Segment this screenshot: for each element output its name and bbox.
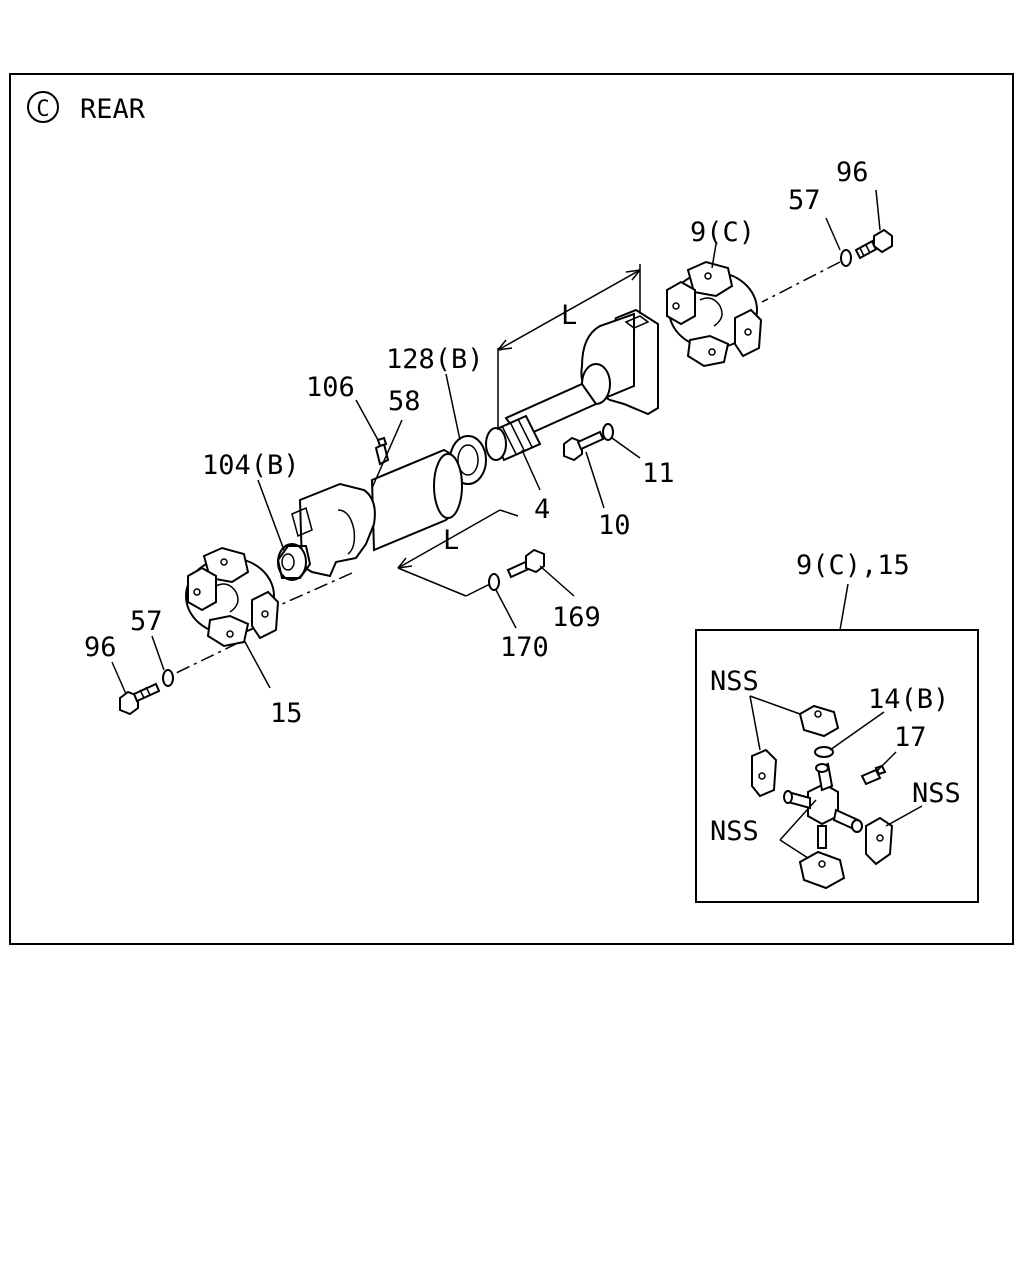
- inset-cap-left: [751, 748, 778, 798]
- section-header: C REAR: [27, 91, 146, 125]
- universal-joint-left: [185, 546, 280, 648]
- grease-fitting-106: [374, 436, 390, 466]
- label-58: 58: [388, 386, 421, 417]
- label-11: 11: [642, 458, 675, 489]
- label-96-right: 96: [836, 157, 869, 188]
- washer-57-left: [162, 669, 174, 687]
- section-symbol: C: [36, 97, 49, 122]
- inset-frame: [695, 629, 979, 903]
- inset-cap-top: [798, 704, 840, 738]
- slip-yoke-right: [504, 308, 659, 440]
- label-L-upper: L: [561, 300, 577, 331]
- label-10: 10: [598, 510, 631, 541]
- bolt-96-left: [119, 682, 161, 716]
- section-symbol-circle: [27, 91, 59, 123]
- inset-spider-cross: [783, 762, 863, 849]
- label-9c: 9(C): [690, 217, 755, 248]
- label-169: 169: [552, 602, 601, 633]
- inset-cap-bottom: [798, 850, 846, 890]
- washer-11: [602, 423, 614, 441]
- tube-58: [291, 448, 464, 578]
- inset-grease-fitting-17: [860, 764, 887, 786]
- leader-lines: [111, 189, 881, 695]
- inset-title-leader: [839, 583, 849, 631]
- bolt-96-right: [854, 228, 893, 260]
- spline-shaft-4: [485, 414, 542, 462]
- inset-label-17: 17: [894, 722, 927, 753]
- diagram-frame: [9, 73, 1014, 945]
- inset-label-nss-bottom: NSS: [710, 816, 759, 847]
- label-4: 4: [534, 494, 550, 525]
- label-106: 106: [306, 372, 355, 403]
- inset-label-14b: 14(B): [868, 684, 949, 715]
- label-170: 170: [500, 632, 549, 663]
- washer-170: [488, 573, 500, 591]
- label-128b: 128(B): [386, 344, 484, 375]
- inset-leader-lines: [749, 695, 923, 859]
- bolt-10: [563, 430, 605, 462]
- inset-label-nss-top: NSS: [710, 666, 759, 697]
- dimension-L-lower: [397, 509, 519, 597]
- bolt-169: [506, 548, 545, 579]
- universal-joint-right: [666, 260, 763, 368]
- section-title: REAR: [80, 94, 146, 125]
- inset-label-nss-right: NSS: [912, 778, 961, 809]
- inset-title: 9(C),15: [796, 550, 910, 581]
- dimension-L-upper: [497, 264, 641, 430]
- label-104b: 104(B): [202, 450, 300, 481]
- inset-washer-14b: [814, 746, 834, 758]
- washer-57-right: [840, 249, 852, 267]
- axis-line-far-left: [171, 642, 239, 676]
- label-57-left: 57: [130, 606, 163, 637]
- axis-line-right: [761, 261, 841, 303]
- label-15: 15: [270, 698, 303, 729]
- label-96-left: 96: [84, 632, 117, 663]
- label-L-lower: L: [443, 525, 459, 556]
- bushing-104b: [276, 543, 312, 581]
- label-57-right: 57: [788, 185, 821, 216]
- inset-cap-right: [865, 816, 894, 866]
